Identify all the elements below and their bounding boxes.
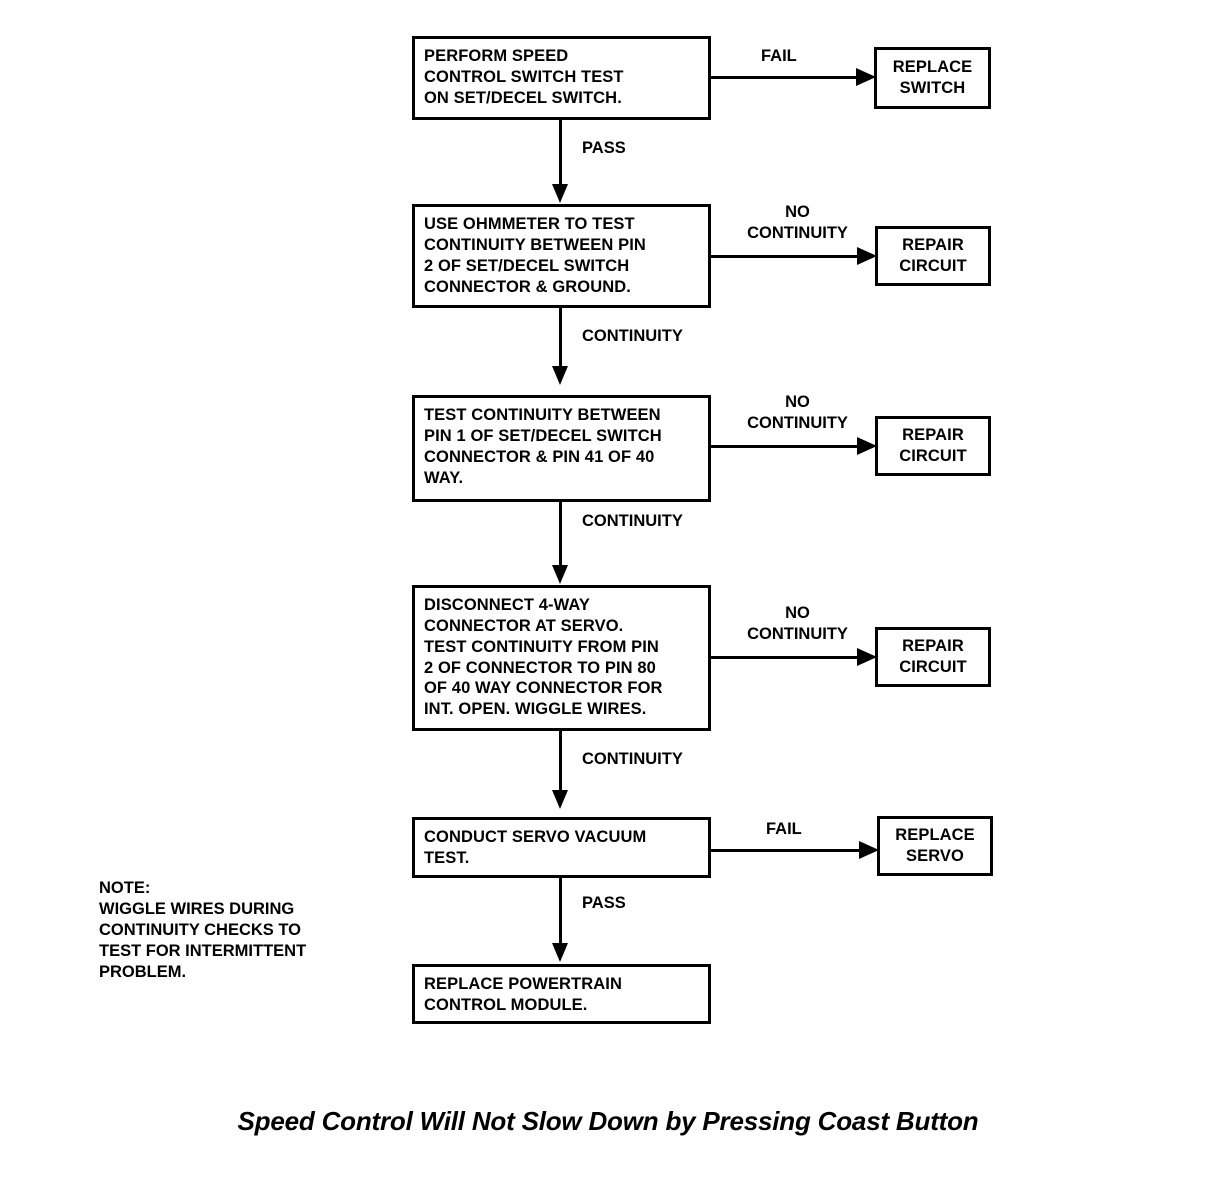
edge-label-no-continuity-1: NO CONTINUITY <box>747 203 848 242</box>
edge-step1-step2-line <box>559 120 562 186</box>
edge-label-continuity-1: CONTINUITY <box>582 327 683 345</box>
edge-step2-step3-line <box>559 308 562 368</box>
flow-node-act1-label: REPLACE SWITCH <box>892 58 973 97</box>
flow-node-act2[interactable]: REPAIR CIRCUIT <box>875 226 991 286</box>
edge-label-no-continuity-2: NO CONTINUITY <box>747 393 848 432</box>
flow-node-act4-label: REPAIR CIRCUIT <box>899 637 967 676</box>
flow-node-step2[interactable]: USE OHMMETER TO TEST CONTINUITY BETWEEN … <box>412 204 711 308</box>
flow-node-step3-label: TEST CONTINUITY BETWEEN PIN 1 OF SET/DEC… <box>424 406 662 487</box>
note-heading: NOTE: <box>99 879 151 897</box>
edge-label-continuity-3: CONTINUITY <box>582 750 683 768</box>
edge-step5-act5-arrowhead <box>859 841 879 859</box>
edge-step5-act5-line <box>711 849 861 852</box>
flow-node-step1-label: PERFORM SPEED CONTROL SWITCH TEST ON SET… <box>424 47 624 107</box>
flow-node-step5-label: CONDUCT SERVO VACUUM TEST. <box>424 828 647 867</box>
flow-node-step4-label: DISCONNECT 4-WAY CONNECTOR AT SERVO. TES… <box>424 596 663 719</box>
flow-node-step2-label: USE OHMMETER TO TEST CONTINUITY BETWEEN … <box>424 215 646 296</box>
edge-step2-act2-arrowhead <box>857 247 877 265</box>
edge-step2-step3-arrowhead <box>552 366 568 385</box>
edge-step2-act2-line <box>711 255 859 258</box>
flow-node-act4[interactable]: REPAIR CIRCUIT <box>875 627 991 687</box>
edge-step1-act1-line <box>711 76 858 79</box>
flow-node-act5[interactable]: REPLACE SERVO <box>877 816 993 876</box>
flow-node-step5[interactable]: CONDUCT SERVO VACUUM TEST. <box>412 817 711 878</box>
edge-step1-act1-arrowhead <box>856 68 876 86</box>
edge-step4-step5-arrowhead <box>552 790 568 809</box>
flow-node-act3[interactable]: REPAIR CIRCUIT <box>875 416 991 476</box>
flow-node-act5-label: REPLACE SERVO <box>895 826 975 865</box>
edge-step5-step6-line <box>559 878 562 945</box>
edge-step1-step2-arrowhead <box>552 184 568 203</box>
flow-node-act1[interactable]: REPLACE SWITCH <box>874 47 991 109</box>
edge-step4-step5-line <box>559 731 562 793</box>
edge-label-continuity-2: CONTINUITY <box>582 512 683 530</box>
edge-label-no-continuity-3: NO CONTINUITY <box>747 604 848 643</box>
flow-node-step6[interactable]: REPLACE POWERTRAIN CONTROL MODULE. <box>412 964 711 1024</box>
edge-label-pass-1: PASS <box>582 139 626 157</box>
edge-label-pass-2: PASS <box>582 894 626 912</box>
edge-step3-step4-arrowhead <box>552 565 568 584</box>
flow-node-act3-label: REPAIR CIRCUIT <box>899 426 967 465</box>
edge-label-fail-2: FAIL <box>766 820 802 838</box>
note-body: WIGGLE WIRES DURING CONTINUITY CHECKS TO… <box>99 900 307 981</box>
edge-step4-act4-arrowhead <box>857 648 877 666</box>
flow-node-step3[interactable]: TEST CONTINUITY BETWEEN PIN 1 OF SET/DEC… <box>412 395 711 502</box>
flow-node-step6-label: REPLACE POWERTRAIN CONTROL MODULE. <box>424 975 622 1014</box>
flow-node-step4[interactable]: DISCONNECT 4-WAY CONNECTOR AT SERVO. TES… <box>412 585 711 731</box>
edge-step3-step4-line <box>559 502 562 567</box>
flow-node-act2-label: REPAIR CIRCUIT <box>899 236 967 275</box>
edge-step5-step6-arrowhead <box>552 943 568 962</box>
edge-label-fail-1: FAIL <box>761 47 797 65</box>
edge-step4-act4-line <box>711 656 859 659</box>
edge-step3-act3-arrowhead <box>857 437 877 455</box>
figure-caption: Speed Control Will Not Slow Down by Pres… <box>237 1106 979 1136</box>
edge-step3-act3-line <box>711 445 859 448</box>
flow-node-step1[interactable]: PERFORM SPEED CONTROL SWITCH TEST ON SET… <box>412 36 711 120</box>
